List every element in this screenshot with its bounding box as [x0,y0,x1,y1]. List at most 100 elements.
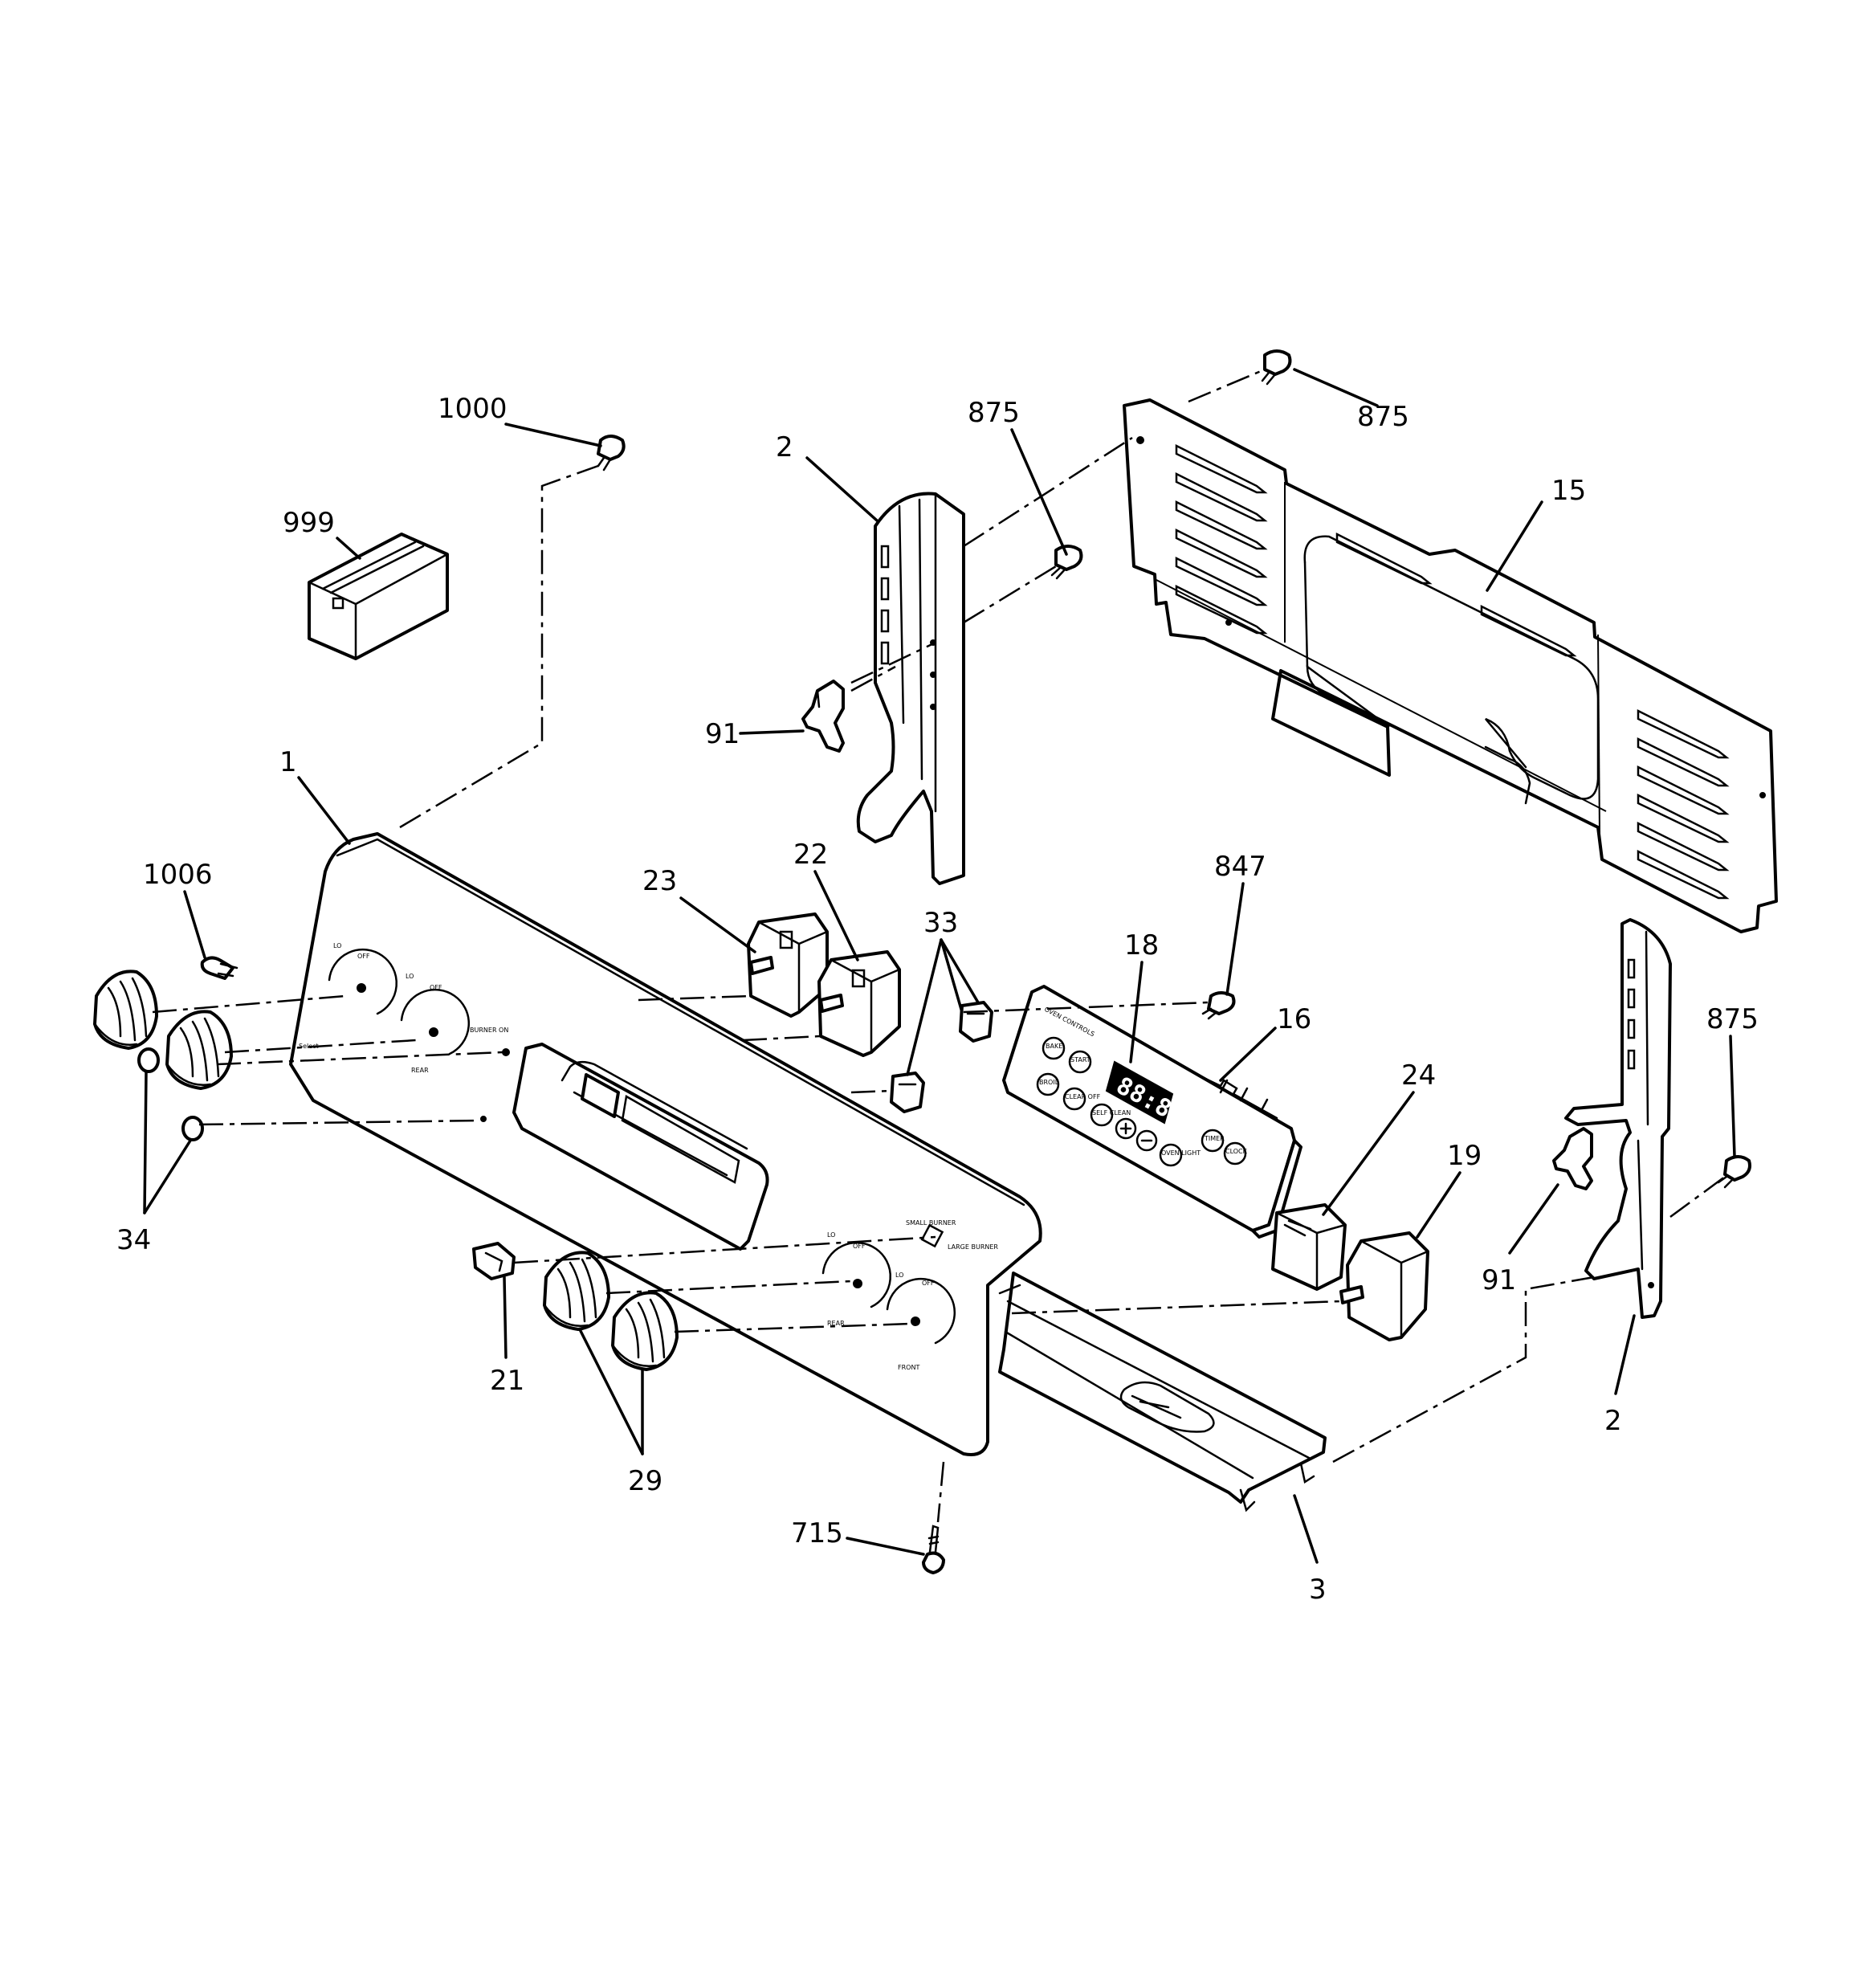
minus-button[interactable] [1135,1129,1158,1152]
callout-1006: 1006 [143,859,213,891]
rear-vent-panel [1123,398,1778,933]
knob-2 [165,1010,233,1090]
infinite-switch-22 [817,950,901,1057]
vent-slots-left [1175,443,1268,635]
left-end-cap-bracket [856,492,965,885]
self-clean-label: SELF CLEAN [1092,1109,1131,1116]
dial-rear-label: REAR [411,1067,429,1074]
callout-875-top: 875 [1357,401,1409,433]
callout-847: 847 [1214,851,1266,883]
dial-off-label-3: OFF [853,1243,866,1250]
callout-2-left: 2 [776,431,793,463]
callout-715: 715 [791,1517,843,1549]
dial-front-label: FRONT [898,1364,919,1371]
screw-875-mid [1050,545,1083,580]
dial-off-label-4: OFF [922,1280,935,1287]
callout-18: 18 [1124,929,1159,961]
callout-33: 33 [923,907,958,939]
dial-off-label: OFF [357,953,370,960]
callout-875-right: 875 [1706,1003,1759,1035]
dial-lo-label-3: LO [827,1231,835,1239]
plug-34-upper [137,1047,160,1073]
screw-875-top [1261,349,1292,386]
knob-4 [611,1291,679,1371]
callout-21: 21 [490,1365,524,1397]
timer-label: TIMER [1204,1135,1225,1142]
callout-29: 29 [628,1465,662,1497]
callout-1000: 1000 [438,393,508,425]
callout-1: 1 [279,746,297,778]
plug-34-lower [181,1116,204,1141]
dial-rear-label-2: REAR [827,1320,845,1327]
timer-button[interactable]: TIMER [1201,1129,1225,1153]
alignment-lines [152,368,1726,1523]
callout-15: 15 [1551,475,1586,507]
burner-switch-21 [472,1242,516,1280]
callout-24: 24 [1401,1059,1436,1092]
dial-lo-label-2: LO [406,973,414,980]
dial-lo-label-4: LO [895,1272,903,1279]
dial-left-rear: LO OFF REAR [400,973,471,1074]
clear-off-button[interactable]: CLEAR OFF [1062,1087,1101,1111]
infinite-switch-19 [1339,1231,1429,1341]
callout-91-right: 91 [1482,1264,1516,1296]
parts-box-999 [308,533,449,660]
broil-label: BROIL [1039,1079,1059,1086]
burner-on-label: BURNER ON [470,1027,508,1034]
dial-lo-label: LO [333,942,341,949]
callout-91-left: 91 [705,718,740,750]
knob-3 [543,1251,610,1331]
broil-button[interactable]: BROIL [1036,1072,1060,1096]
bake-button[interactable]: BAKE [1042,1036,1066,1060]
bottom-trim [998,1272,1327,1512]
callout-999: 999 [283,507,335,539]
bracket-slots [880,545,890,665]
leader-lines [143,368,1736,1564]
self-clean-button[interactable]: SELF CLEAN [1090,1103,1131,1127]
right-end-cap-bracket [1564,918,1672,1319]
screw-715 [922,1525,945,1574]
burner-selector-window: SMALL BURNER LARGE BURNER [906,1219,998,1251]
callout-875-mid: 875 [968,397,1020,429]
clock-button[interactable]: CLOCK [1223,1141,1248,1165]
start-label: START [1070,1056,1090,1063]
vent-slots-right [1637,708,1730,900]
burner-on-indicator: BURNER ON [470,1027,510,1056]
dial-right-rear: LO OFF REAR [821,1231,892,1327]
screw-1000 [597,435,626,471]
callout-34: 34 [116,1224,151,1256]
callout-22: 22 [793,839,828,871]
callout-23: 23 [642,865,677,897]
right-bracket-clip [1552,1127,1593,1190]
start-button[interactable]: START [1068,1050,1092,1074]
oven-light-button[interactable]: OVEN LIGHT [1159,1143,1201,1167]
dial-off-label-2: OFF [430,984,442,991]
oven-light-label: OVEN LIGHT [1161,1149,1201,1157]
oven-control-board: OVEN CONTROLS BAKE START BROIL CLEAR OFF… [1002,985,1302,1239]
callout-labels: 1000 999 2 875 875 15 91 1 1006 23 22 33… [116,393,1759,1606]
plus-button[interactable] [1115,1117,1137,1140]
small-burner-label: SMALL BURNER [906,1219,956,1227]
callout-19: 19 [1447,1140,1482,1172]
control-panel-backguard: LO OFF Select LO OFF REAR BURNER ON LO O… [289,832,1042,1456]
callout-3: 3 [1309,1574,1327,1606]
clear-off-label: CLEAR OFF [1065,1093,1101,1100]
callout-16: 16 [1277,1003,1311,1035]
large-burner-label: LARGE BURNER [948,1243,998,1251]
infinite-switch-24 [1271,1203,1347,1291]
right-bracket-slots [1627,958,1636,1070]
knob-1 [93,970,158,1050]
screw-875-right [1717,1155,1751,1189]
clock-label: CLOCK [1225,1148,1248,1155]
vent-slots-middle [1335,532,1577,657]
screw-847 [1201,991,1236,1020]
infinite-switch-23 [747,912,829,1018]
left-bracket-clip [801,680,845,753]
indicator-light-33-upper [959,1001,993,1043]
indicator-light-33-lower [890,1072,925,1113]
screw-1006 [200,956,238,980]
callout-2-right: 2 [1604,1405,1622,1437]
bake-label: BAKE [1046,1043,1062,1050]
dial-right-front: LO OFF FRONT [886,1272,956,1371]
